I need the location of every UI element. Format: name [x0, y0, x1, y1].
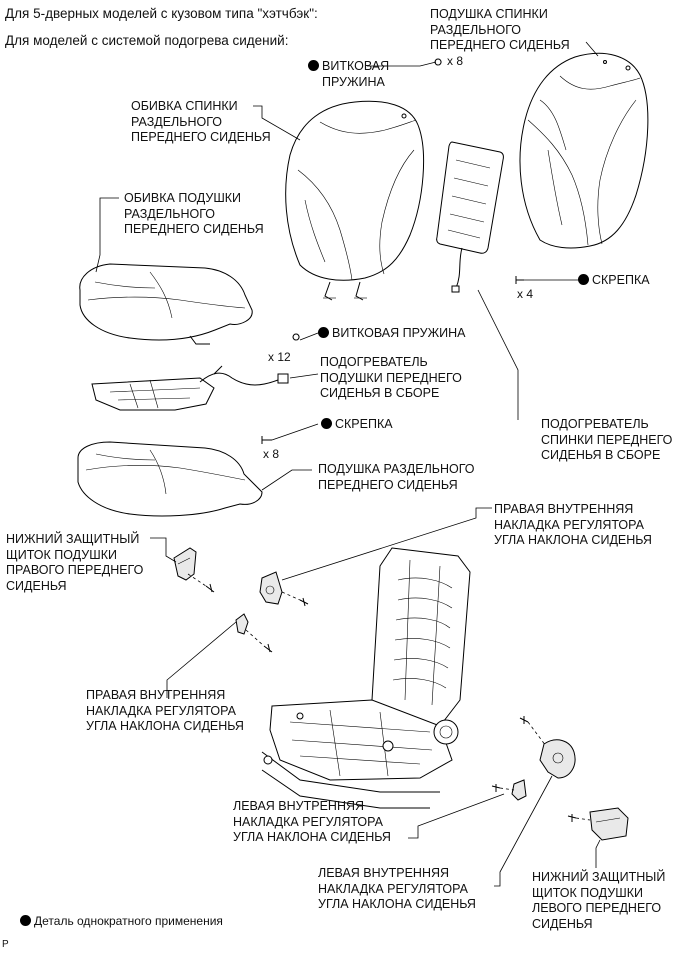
- label-line: НАКЛАДКА РЕГУЛЯТОРА: [494, 517, 644, 532]
- label-line: НИЖНИЙ ЗАЩИТНЫЙ: [6, 532, 140, 546]
- cushion-cover-drawing: [79, 263, 253, 345]
- rh-shield-drawing: [173, 547, 215, 593]
- coil-spring-top-drawing: [434, 58, 442, 66]
- label-line: УГЛА НАКЛОНА СИДЕНЬЯ: [86, 719, 244, 733]
- rh-inner-cover-top-label: ПРАВАЯ ВНУТРЕННЯЯ НАКЛАДКА РЕГУЛЯТОРА УГ…: [494, 502, 652, 549]
- seatback-cover-label: ОБИВКА СПИНКИ РАЗДЕЛЬНОГО ПЕРЕДНЕГО СИДЕ…: [131, 99, 271, 146]
- coil-spring-top-label: ВИТКОВАЯ ПРУЖИНА: [308, 59, 389, 90]
- single-use-dot-icon: [308, 60, 319, 71]
- label-line: СИДЕНЬЯ: [6, 578, 67, 593]
- rh-shield-label: НИЖНИЙ ЗАЩИТНЫЙ ЩИТОК ПОДУШКИ ПРАВОГО ПЕ…: [6, 532, 143, 594]
- lh-inner-cover-b-label: ЛЕВАЯ ВНУТРЕННЯЯ НАКЛАДКА РЕГУЛЯТОРА УГЛ…: [318, 866, 476, 913]
- label-line: ЛЕВОГО ПЕРЕДНЕГО: [532, 901, 662, 915]
- header-line-2: Для моделей с системой подогрева сидений…: [5, 33, 289, 48]
- label-line: СИДЕНЬЯ: [532, 916, 593, 931]
- label-line: ПЕРЕДНЕГО СИДЕНЬЯ: [318, 477, 458, 492]
- coil-spring-mid-qty: x 12: [268, 350, 291, 364]
- label-line: СПИНКИ ПЕРЕДНЕГО: [541, 432, 673, 447]
- label-line: ВИТКОВАЯ ПРУЖИНА: [332, 326, 466, 340]
- cushion-pad-label: ПОДУШКА РАЗДЕЛЬНОГО ПЕРЕДНЕГО СИДЕНЬЯ: [318, 462, 475, 493]
- lh-inner-cover-b-drawing: [491, 779, 527, 801]
- rh-inner-cover-left-label: ПРАВАЯ ВНУТРЕННЯЯ НАКЛАДКА РЕГУЛЯТОРА УГ…: [86, 688, 244, 735]
- label-line: РАЗДЕЛЬНОГО: [430, 22, 521, 37]
- seat-frame-drawing: [261, 547, 471, 809]
- rh-inner-cover-top-drawing: [259, 571, 309, 607]
- coil-spring-mid-label: ВИТКОВАЯ ПРУЖИНА: [318, 326, 465, 342]
- cushion-pad-drawing: [77, 441, 263, 517]
- single-use-dot-icon: [20, 915, 31, 926]
- label-line: НИЖНИЙ ЗАЩИТНЫЙ: [532, 870, 666, 884]
- clip-mid-label: СКРЕПКА: [321, 417, 393, 433]
- single-use-dot-icon: [318, 327, 329, 338]
- label-line: УГЛА НАКЛОНА СИДЕНЬЯ: [494, 533, 652, 547]
- header-line-1: Для 5-дверных моделей с кузовом типа "хэ…: [5, 6, 318, 21]
- cushion-heater-drawing: [91, 365, 289, 411]
- seatback-heater-drawing: [436, 141, 504, 293]
- label-line: ПРАВАЯ ВНУТРЕННЯЯ: [86, 688, 226, 702]
- clip-mid-drawing: [261, 436, 272, 444]
- clip-right-label: СКРЕПКА: [578, 273, 650, 289]
- label-line: ПОДУШКА РАЗДЕЛЬНОГО: [318, 462, 475, 476]
- label-line: СИДЕНЬЯ В СБОРЕ: [541, 448, 661, 462]
- lh-shield-drawing: [567, 807, 629, 841]
- label-line: ПОДОГРЕВАТЕЛЬ: [320, 355, 428, 369]
- coil-spring-mid-drawing: [292, 333, 300, 341]
- label-line: ПОДУШКИ ПЕРЕДНЕГО: [320, 370, 462, 385]
- seatback-pad-label: ПОДУШКА СПИНКИ РАЗДЕЛЬНОГО ПЕРЕДНЕГО СИД…: [430, 7, 570, 54]
- label-line: ПРУЖИНА: [322, 74, 385, 89]
- lh-inner-cover-a-drawing: [519, 716, 576, 779]
- clip-right-qty: x 4: [517, 287, 534, 301]
- label-line: НАКЛАДКА РЕГУЛЯТОРА: [86, 703, 236, 718]
- cushion-cover-label: ОБИВКА ПОДУШКИ РАЗДЕЛЬНОГО ПЕРЕДНЕГО СИД…: [124, 191, 264, 238]
- label-line: ОБИВКА ПОДУШКИ: [124, 191, 242, 205]
- rh-inner-cover-left-drawing: [235, 613, 273, 653]
- label-line: ПРАВОГО ПЕРЕДНЕГО: [6, 563, 144, 577]
- label-line: НАКЛАДКА РЕГУЛЯТОРА: [318, 881, 468, 896]
- label-line: РАЗДЕЛЬНОГО: [131, 114, 222, 129]
- label-line: ЩИТОК ПОДУШКИ: [6, 547, 117, 562]
- lh-shield-label: НИЖНИЙ ЗАЩИТНЫЙ ЩИТОК ПОДУШКИ ЛЕВОГО ПЕР…: [532, 870, 665, 932]
- lh-inner-cover-a-label: ЛЕВАЯ ВНУТРЕННЯЯ НАКЛАДКА РЕГУЛЯТОРА УГЛ…: [233, 799, 391, 846]
- single-use-dot-icon: [578, 274, 589, 285]
- label-line: УГЛА НАКЛОНА СИДЕНЬЯ: [233, 830, 391, 844]
- legend-text: Деталь однократного применения: [34, 914, 223, 928]
- seatback-cover-drawing: [285, 100, 425, 301]
- label-line: ПЕРЕДНЕГО СИДЕНЬЯ: [124, 222, 264, 236]
- label-line: ПЕРЕДНЕГО СИДЕНЬЯ: [131, 130, 271, 144]
- seatback-pad-drawing: [519, 52, 649, 249]
- label-line: ЛЕВАЯ ВНУТРЕННЯЯ: [318, 866, 450, 880]
- label-line: СИДЕНЬЯ В СБОРЕ: [320, 386, 440, 400]
- label-line: НАКЛАДКА РЕГУЛЯТОРА: [233, 814, 383, 829]
- label-line: УГЛА НАКЛОНА СИДЕНЬЯ: [318, 897, 476, 911]
- cushion-heater-label: ПОДОГРЕВАТЕЛЬ ПОДУШКИ ПЕРЕДНЕГО СИДЕНЬЯ …: [320, 355, 462, 402]
- label-line: СКРЕПКА: [335, 417, 393, 431]
- back-heater-label: ПОДОГРЕВАТЕЛЬ СПИНКИ ПЕРЕДНЕГО СИДЕНЬЯ В…: [541, 417, 672, 464]
- clip-right-drawing: [515, 276, 524, 284]
- label-line: ПОДУШКА СПИНКИ: [430, 7, 548, 21]
- leader-lines: [95, 41, 601, 887]
- clip-mid-qty: x 8: [263, 447, 280, 461]
- label-line: ПОДОГРЕВАТЕЛЬ: [541, 417, 649, 431]
- label-line: РАЗДЕЛЬНОГО: [124, 206, 215, 221]
- label-line: ПЕРЕДНЕГО СИДЕНЬЯ: [430, 38, 570, 52]
- label-line: ПРАВАЯ ВНУТРЕННЯЯ: [494, 502, 634, 516]
- coil-spring-top-qty: x 8: [447, 54, 464, 68]
- label-line: ЩИТОК ПОДУШКИ: [532, 885, 643, 900]
- label-line: ВИТКОВАЯ: [322, 59, 390, 73]
- label-line: СКРЕПКА: [592, 273, 650, 287]
- label-line: ОБИВКА СПИНКИ: [131, 99, 238, 113]
- corner-mark: P: [2, 939, 9, 950]
- single-use-dot-icon: [321, 418, 332, 429]
- label-line: ЛЕВАЯ ВНУТРЕННЯЯ: [233, 799, 365, 813]
- legend: Деталь однократного применения: [20, 914, 223, 930]
